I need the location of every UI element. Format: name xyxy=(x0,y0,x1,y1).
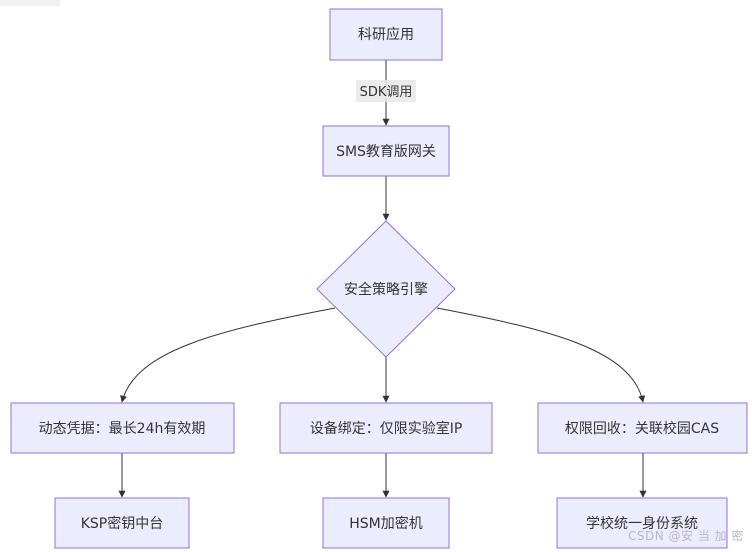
watermark: CSDN @安 当 加 密 xyxy=(628,529,744,543)
node-device-binding: 设备绑定：仅限实验室IP xyxy=(279,402,493,454)
node-permission-revoke: 权限回收：关联校园CAS xyxy=(537,402,748,454)
node-ksp-platform: KSP密钥中台 xyxy=(54,497,190,549)
edge-label-sdk-call-text: SDK调用 xyxy=(360,85,413,100)
node-sms-gateway: SMS教育版网关 xyxy=(322,125,450,177)
node-identity-system: 学校统一身份系统 xyxy=(556,497,728,549)
node-permission-revoke-label: 权限回收：关联校园CAS xyxy=(565,420,719,437)
node-research-app: 科研应用 xyxy=(329,8,443,61)
node-hsm-machine: HSM加密机 xyxy=(322,497,450,549)
node-dynamic-credential: 动态凭据：最长24h有效期 xyxy=(10,402,235,454)
edge-label-sdk-call: SDK调用 xyxy=(356,80,416,102)
edge-engine-to-permission xyxy=(436,307,646,403)
node-security-engine-label: 安全策略引擎 xyxy=(344,281,428,298)
node-identity-system-label: 学校统一身份系统 xyxy=(586,515,698,532)
node-sms-gateway-label: SMS教育版网关 xyxy=(336,144,436,160)
node-dynamic-credential-label: 动态凭据：最长24h有效期 xyxy=(39,421,206,437)
node-device-binding-label: 设备绑定：仅限实验室IP xyxy=(310,420,463,437)
edge-engine-to-credential xyxy=(120,307,336,403)
node-security-engine: 安全策略引擎 xyxy=(316,220,456,358)
corner-mark xyxy=(0,0,60,6)
node-research-app-label: 科研应用 xyxy=(358,26,414,43)
node-ksp-platform-label: KSP密钥中台 xyxy=(81,515,164,532)
node-hsm-machine-label: HSM加密机 xyxy=(349,515,423,532)
